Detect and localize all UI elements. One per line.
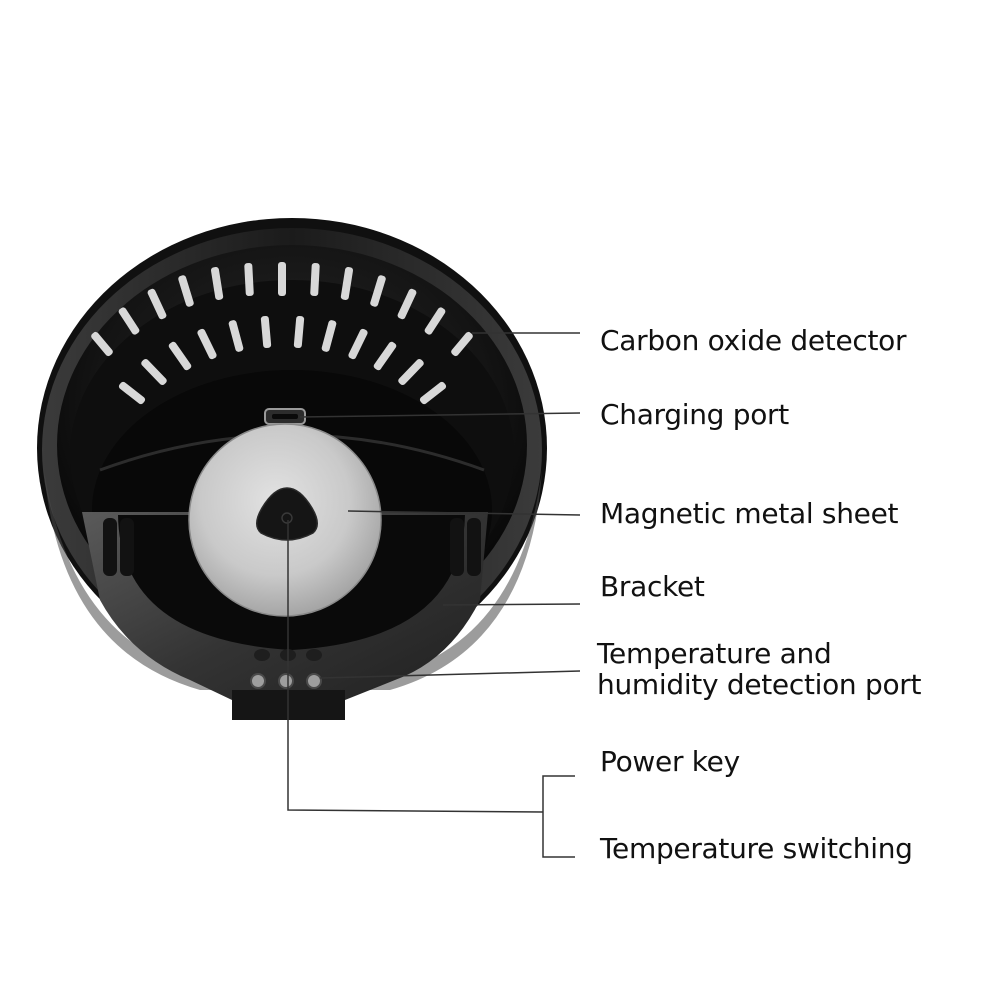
leader-bracket bbox=[442, 603, 581, 606]
leader-bracket-brace bbox=[542, 775, 575, 858]
label-temperature-switching: Temperature switching bbox=[600, 832, 913, 865]
label-power-key: Power key bbox=[600, 745, 740, 778]
vent-grille bbox=[91, 262, 473, 405]
power-key[interactable] bbox=[256, 487, 318, 541]
leader-power-key-temp-switching bbox=[287, 520, 544, 813]
charging-port bbox=[264, 408, 306, 425]
leader-magnetic-metal-sheet bbox=[347, 510, 581, 516]
leader-lines bbox=[287, 332, 581, 858]
label-temp-humidity-port-line2: humidity detection port bbox=[597, 668, 922, 701]
leader-charging-port bbox=[299, 412, 581, 418]
label-bracket: Bracket bbox=[600, 570, 705, 603]
label-carbon-oxide-detector: Carbon oxide detector bbox=[600, 324, 907, 357]
leader-temp-humidity-port bbox=[319, 670, 581, 679]
label-magnetic-metal-sheet: Magnetic metal sheet bbox=[600, 497, 899, 530]
label-charging-port: Charging port bbox=[600, 398, 789, 431]
label-temp-humidity-port: Temperature and humidity detection port bbox=[597, 638, 957, 700]
label-temp-humidity-port-line1: Temperature and bbox=[597, 637, 832, 670]
